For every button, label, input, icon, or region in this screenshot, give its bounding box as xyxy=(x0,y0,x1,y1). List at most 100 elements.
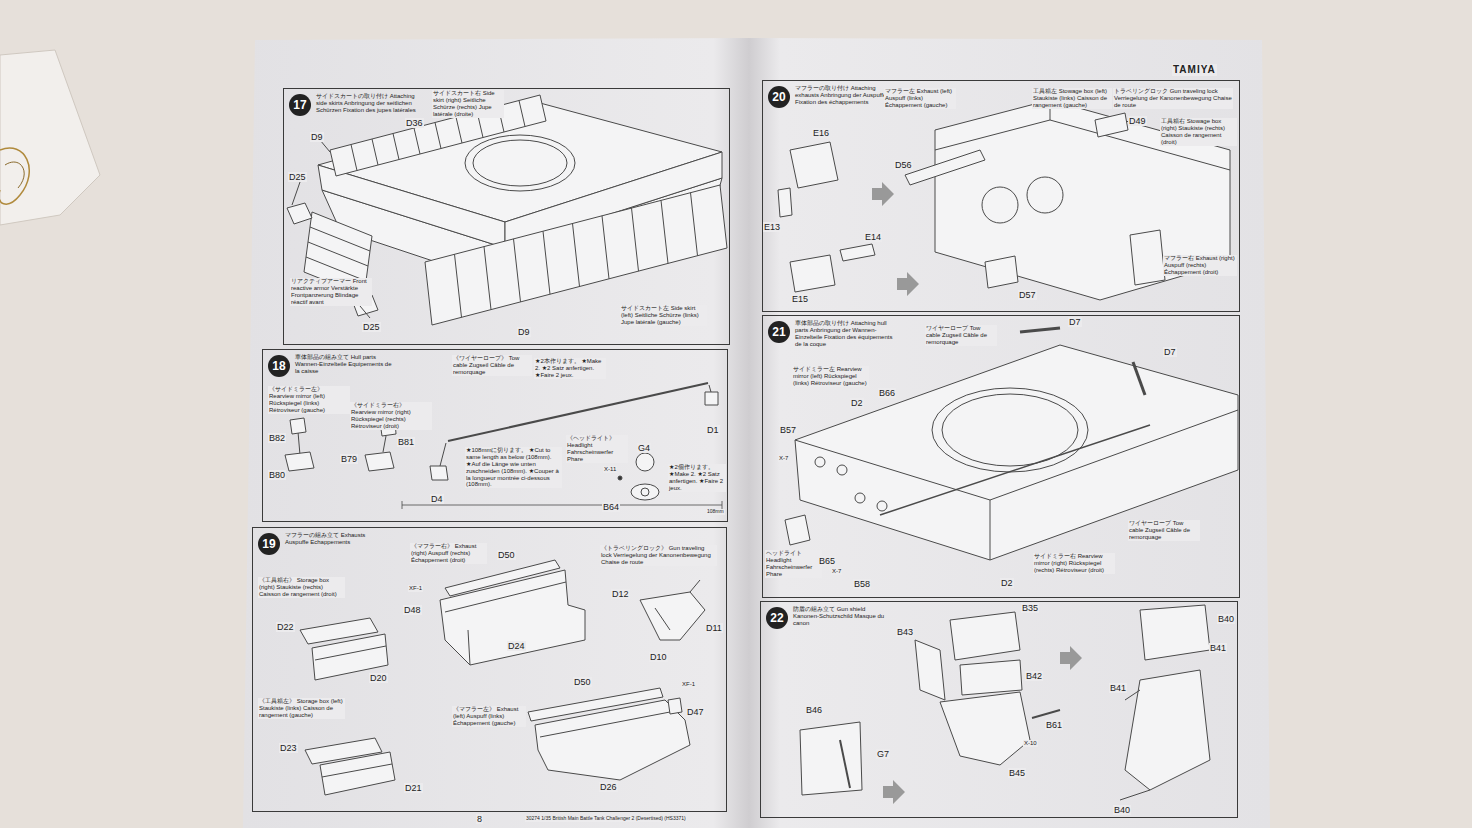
part-number: D2 xyxy=(850,398,864,408)
line-art xyxy=(0,50,100,225)
line-art xyxy=(940,692,1030,765)
part-number: 30274 1/35 British Main Battle Tank Chal… xyxy=(525,816,687,822)
line-art xyxy=(1027,177,1063,213)
part-note: サイドスカート左 Side skirt (left) Seitliche Sch… xyxy=(620,305,707,326)
line-art xyxy=(322,764,392,777)
line-art xyxy=(298,432,300,455)
part-number: 108mm xyxy=(706,509,725,515)
line-art xyxy=(1140,605,1210,660)
step-heading: 車体部品の組み立て Hull parts Wannen-Einzelteile … xyxy=(295,354,395,375)
line-art xyxy=(1095,113,1128,137)
part-note: 《マフラー左》 Exhaust (left) Auspuff (links) É… xyxy=(452,706,526,727)
step-heading: マフラーの組み立て Exhausts Auspuffe Echappements xyxy=(285,532,385,546)
line-art xyxy=(1032,710,1060,718)
part-number: D7 xyxy=(1068,317,1082,327)
line-art xyxy=(1060,646,1082,670)
part-number: D22 xyxy=(276,622,295,632)
part-number: X-10 xyxy=(1023,740,1038,747)
line-art xyxy=(915,640,945,700)
line-art xyxy=(618,476,622,480)
line-art xyxy=(315,646,386,660)
line-art xyxy=(837,465,847,475)
part-number: B80 xyxy=(268,470,286,480)
line-art xyxy=(1133,362,1145,395)
part-number: X-7 xyxy=(778,455,789,462)
step-number: 21 xyxy=(768,321,790,343)
line-art xyxy=(631,484,659,500)
part-number: 8 xyxy=(476,814,483,824)
line-art xyxy=(640,592,705,640)
part-note: ★2個作ります。 ★Make 2. ★2 Satz anfertigen. ★F… xyxy=(668,464,726,492)
line-art xyxy=(877,501,887,511)
line-art xyxy=(897,272,919,296)
part-number: XF-1 xyxy=(681,681,696,688)
part-number: D10 xyxy=(649,652,668,662)
part-number: X-7 xyxy=(831,568,842,575)
part-note: サイドスカート右 Side skirt (right) Seitliche Sc… xyxy=(432,90,504,118)
part-note: 《サイドミラー右》 Rearview mirror (right) Rücksp… xyxy=(350,402,432,430)
step18-parts xyxy=(285,383,722,509)
step-heading: 車体部品の取り付け Attaching hull parts Anbringun… xyxy=(795,320,895,348)
line-art xyxy=(402,501,722,509)
line-art xyxy=(960,660,1022,695)
part-note: マフラー左 Exhaust (left) Auspuff (links) Éch… xyxy=(884,88,956,109)
part-number: D49 xyxy=(1128,116,1147,126)
part-number: B46 xyxy=(805,705,823,715)
line-art xyxy=(655,580,700,630)
line-art xyxy=(1120,690,1150,800)
step22-parts xyxy=(800,605,1210,804)
step-number: 17 xyxy=(289,94,311,116)
step-panel: 20マフラーの取り付け Attaching exhausts Anbringun… xyxy=(762,80,1240,312)
line-art xyxy=(840,244,875,261)
step17-hull xyxy=(287,95,727,325)
line-art xyxy=(705,392,718,405)
line-art xyxy=(287,203,312,224)
part-number: B58 xyxy=(853,579,871,589)
line-art xyxy=(1130,230,1165,285)
step-panel: 22防盾の組み立て Gun shield Kanonen-Schutzschil… xyxy=(760,601,1238,818)
part-number: B43 xyxy=(896,627,914,637)
line-art xyxy=(785,515,810,545)
line-art xyxy=(668,698,682,714)
part-number: E15 xyxy=(791,294,809,304)
line-art xyxy=(1125,670,1210,790)
part-number: B42 xyxy=(1025,671,1043,681)
part-number: D56 xyxy=(894,160,913,170)
step21-hull xyxy=(785,328,1238,560)
line-art xyxy=(383,436,386,452)
line-art xyxy=(749,38,1270,828)
part-number: D11 xyxy=(705,623,723,633)
line-art xyxy=(535,700,690,780)
part-note: 《サイドミラー左》 Rearview mirror (left) Rückspi… xyxy=(268,386,350,414)
line-art xyxy=(285,452,314,471)
part-number: B41 xyxy=(1109,683,1127,693)
part-number: X-11 xyxy=(603,466,617,473)
line-art xyxy=(465,135,575,191)
part-note: トラベリングロック Gun traveling lock Verriegelun… xyxy=(1113,88,1233,109)
line-art xyxy=(641,488,649,496)
line-art xyxy=(880,425,1150,515)
line-art xyxy=(320,752,395,795)
line-art xyxy=(290,418,306,434)
part-number: G4 xyxy=(637,443,651,453)
part-note: ワイヤーロープ Tow cable Zugseil Câble de remor… xyxy=(1128,520,1200,541)
part-number: D25 xyxy=(288,172,307,182)
part-number: D7 xyxy=(1163,347,1177,357)
line-art xyxy=(243,38,749,828)
part-note: サイドミラー右 Rearview mirror (right) Rückspie… xyxy=(1033,553,1115,574)
part-number: D12 xyxy=(611,589,630,599)
part-note: 《マフラー右》 Exhaust (right) Auspuff (rechts)… xyxy=(410,543,487,564)
part-number: B81 xyxy=(397,437,415,447)
part-number: B65 xyxy=(818,556,836,566)
line-art xyxy=(5,162,24,188)
part-number: D48 xyxy=(403,605,422,615)
part-number: D25 xyxy=(362,322,381,332)
line-art xyxy=(540,712,670,737)
line-art xyxy=(473,140,567,186)
line-art xyxy=(840,740,850,788)
part-number: D20 xyxy=(369,673,388,683)
line-art xyxy=(905,150,985,185)
part-number: B40 xyxy=(1113,805,1131,815)
